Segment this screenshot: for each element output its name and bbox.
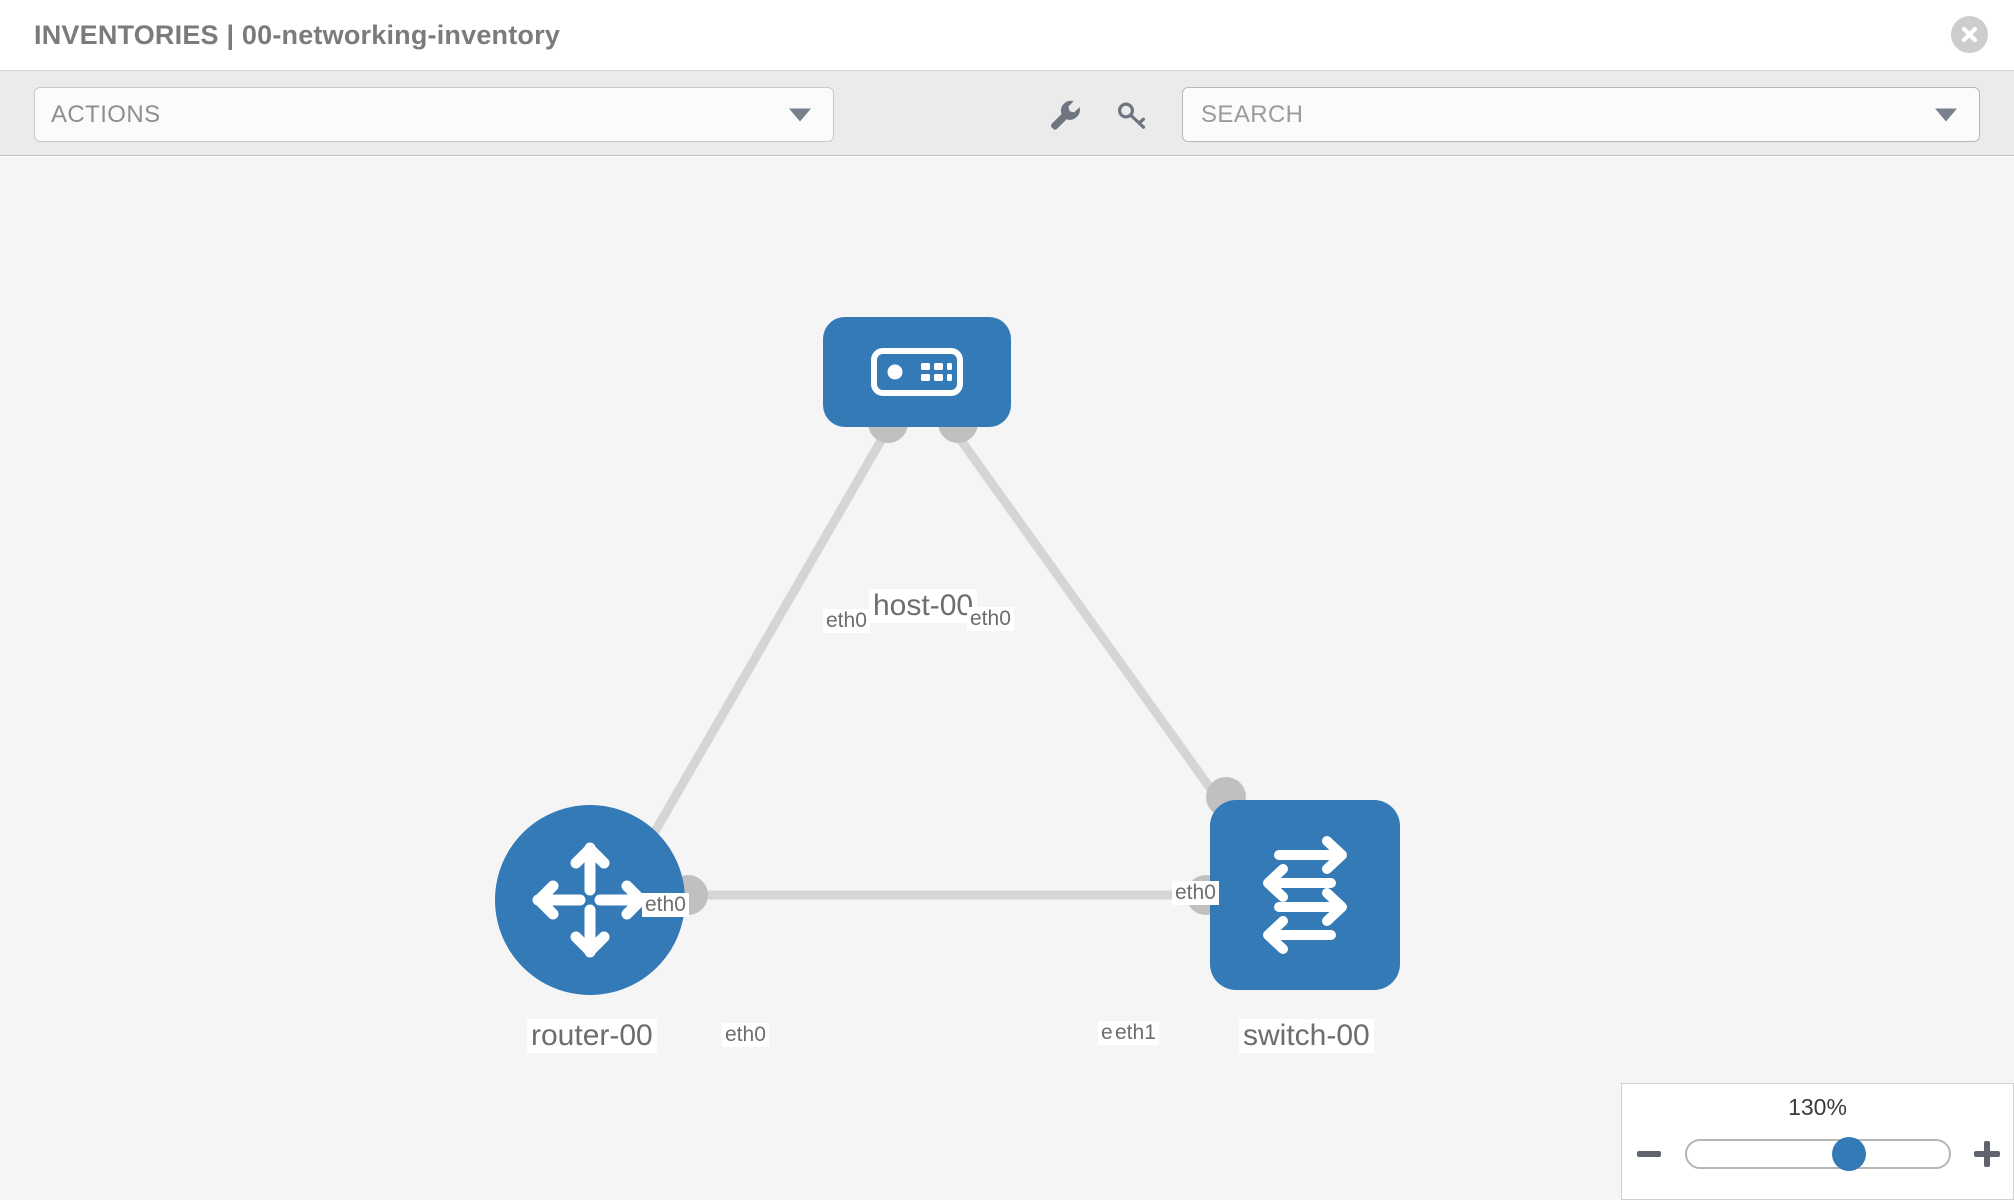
actions-dropdown[interactable]: ACTIONS [34, 87, 834, 142]
iface-label-router-up: eth0 [642, 893, 689, 918]
zoom-level-value: 130% [1788, 1094, 1847, 1120]
zoom-control-panel: 130% [1621, 1083, 2014, 1200]
page-header: INVENTORIES | 00-networking-inventory [0, 0, 2014, 70]
actions-dropdown-label: ACTIONS [51, 100, 161, 128]
chevron-down-icon [789, 108, 811, 121]
switch-icon [1263, 836, 1347, 954]
toolbar: ACTIONS SEARCH [0, 70, 2014, 156]
zoom-slider-row [1622, 1132, 2013, 1176]
close-icon[interactable] [1951, 16, 1988, 53]
plus-icon[interactable] [1967, 1134, 2007, 1174]
chevron-down-icon[interactable] [1935, 108, 1957, 121]
iface-label-switch-up: eth0 [1172, 881, 1219, 906]
iface-label-host-right: eth0 [967, 607, 1014, 632]
iface-label-switch-eth1: eth1 [1112, 1021, 1159, 1046]
search-placeholder: SEARCH [1201, 100, 1304, 128]
node-label-switch: switch-00 [1239, 1019, 1374, 1053]
topology-canvas[interactable]: host-00 router-00 switch-00 eth0 eth0 et… [0, 157, 2014, 1200]
node-label-router: router-00 [527, 1019, 657, 1053]
iface-label-host-left: eth0 [823, 609, 870, 634]
zoom-slider[interactable] [1684, 1137, 1951, 1171]
zoom-slider-thumb[interactable] [1831, 1137, 1866, 1171]
node-router-00[interactable] [495, 805, 685, 995]
link-host-router [642, 422, 894, 850]
key-icon[interactable] [1110, 93, 1154, 137]
search-input[interactable]: SEARCH [1182, 87, 1980, 142]
node-switch-00[interactable] [1210, 800, 1400, 990]
router-icon [532, 842, 648, 958]
link-host-switch [946, 422, 1252, 844]
wrench-icon[interactable] [1042, 93, 1086, 137]
node-host-00[interactable] [823, 317, 1011, 427]
server-icon [871, 348, 963, 396]
minus-icon[interactable] [1629, 1134, 1669, 1174]
node-label-host: host-00 [869, 589, 978, 623]
topology-links [642, 422, 1252, 900]
page-title: INVENTORIES | 00-networking-inventory [34, 19, 561, 50]
iface-label-router-right: eth0 [722, 1023, 769, 1048]
